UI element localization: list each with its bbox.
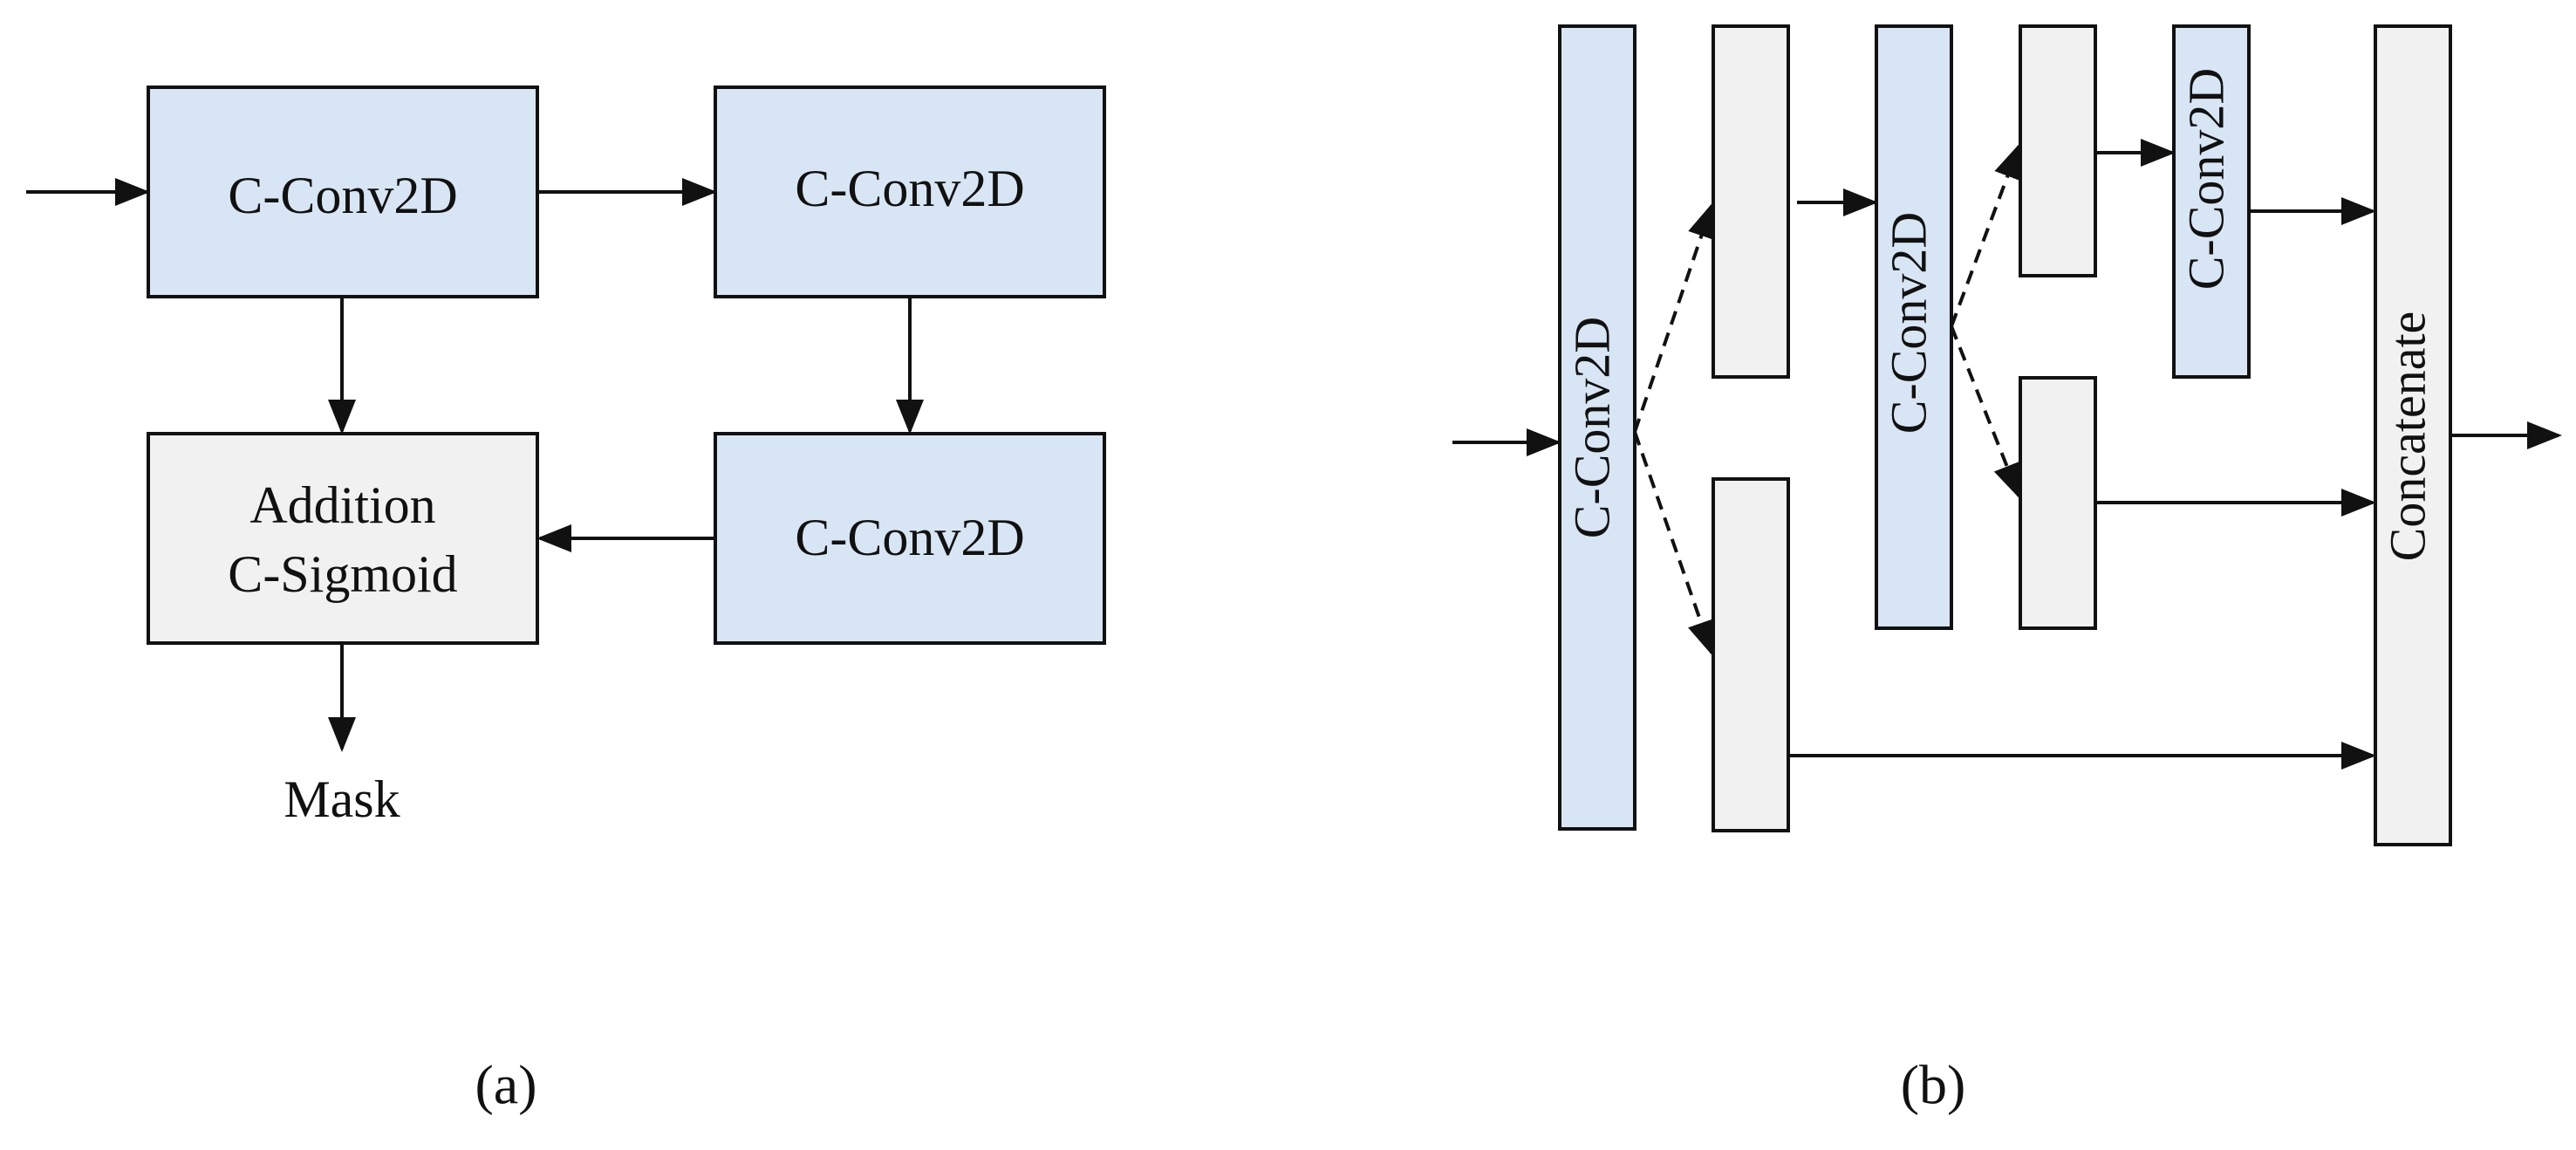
- conv-block-right: [2172, 24, 2251, 379]
- mask-label: Mask: [284, 770, 400, 828]
- dashed-arrow-middle-to-lower: [1950, 325, 2020, 499]
- dashed-arrow-main-to-upper: [1633, 202, 1715, 433]
- sigmoid-label: C-Sigmoid: [228, 545, 457, 603]
- panel-a-label: (a): [475, 1054, 536, 1116]
- dashed-arrow-main-to-lower: [1633, 431, 1715, 656]
- panel-a: C-Conv2D C-Conv2D Addition C-Sigmoid C-C…: [26, 86, 1106, 1116]
- addition-label: Addition: [249, 476, 435, 534]
- feature-block-lower: [1712, 477, 1790, 832]
- conv-block-right-label: C-Conv2D: [2177, 68, 2234, 291]
- conv-block-top-left-label: C-Conv2D: [228, 167, 457, 224]
- conv-block-top-right: [714, 86, 1106, 298]
- panel-b: C-Conv2D C-Conv2D C-Conv2D Concatena: [1452, 24, 2562, 1116]
- concatenate-block: [2374, 24, 2452, 846]
- conv-block-middle-label: C-Conv2D: [1880, 212, 1937, 435]
- addition-sigmoid-block: [147, 432, 539, 645]
- conv-block-top-right-label: C-Conv2D: [795, 160, 1024, 217]
- conv-block-main-label: C-Conv2D: [1563, 317, 1620, 539]
- conv-block-main: [1558, 24, 1636, 831]
- conv-block-bottom-right-label: C-Conv2D: [795, 509, 1024, 566]
- panel-b-label: (b): [1901, 1054, 1966, 1116]
- conv-block-bottom-right: [714, 432, 1106, 645]
- feature-block-upper: [1712, 24, 1790, 379]
- feature-block-col4-lower: [2019, 376, 2097, 630]
- feature-block-col4-upper: [2019, 24, 2097, 277]
- concatenate-label: Concatenate: [2379, 311, 2436, 562]
- dashed-arrow-middle-to-upper: [1950, 143, 2021, 327]
